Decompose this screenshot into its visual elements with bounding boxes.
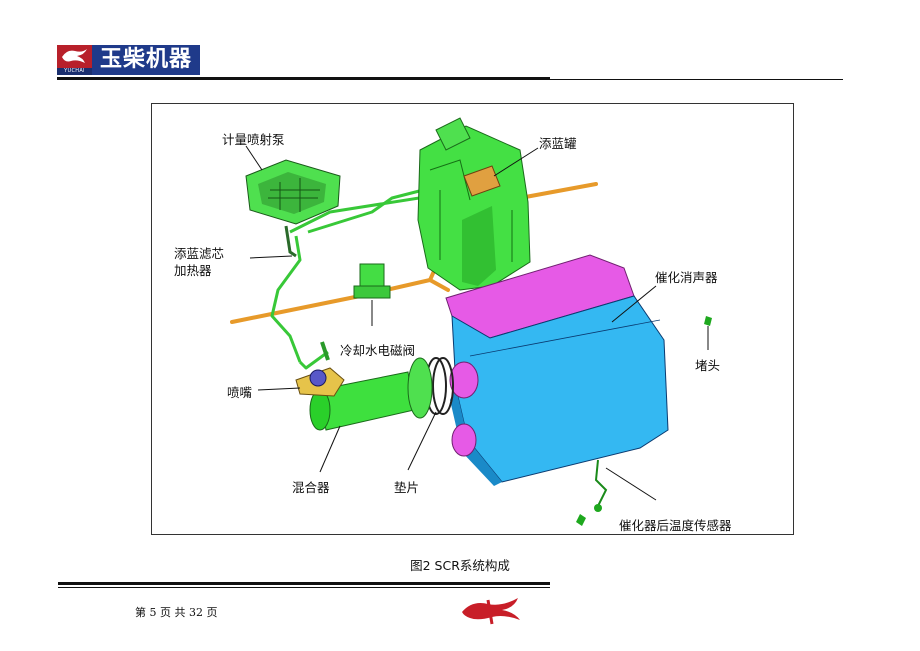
brand-name: 玉柴机器	[99, 47, 192, 72]
leader-lines	[245, 145, 709, 501]
header-rule-thin	[550, 79, 843, 80]
label-nozzle: 喷嘴	[227, 385, 253, 400]
label-metering-pump: 计量喷射泵	[222, 132, 285, 147]
urea-tank	[417, 117, 531, 291]
coolant-solenoid-valve	[353, 263, 391, 299]
footer-rule-thin	[58, 587, 550, 588]
label-mixer: 混合器	[292, 480, 330, 495]
label-end-plug: 堵头	[695, 358, 721, 373]
footer-rule-thick	[58, 582, 550, 585]
logo-text-background	[92, 45, 200, 75]
label-filter-heater-line1: 添蓝滤芯	[174, 246, 225, 261]
metering-pump	[245, 159, 341, 258]
label-gasket: 垫片	[394, 480, 420, 495]
catalytic-muffler	[445, 254, 669, 486]
temp-sensor	[576, 459, 608, 526]
label-temp-sensor: 催化器后温度传感器	[619, 518, 732, 533]
figure-caption: 图2 SCR系统构成	[410, 558, 510, 573]
end-plug	[704, 316, 712, 326]
label-solenoid-valve: 冷却水电磁阀	[340, 343, 416, 358]
logo-emblem-icon	[62, 49, 87, 63]
label-urea-tank: 添蓝罐	[539, 136, 577, 151]
figure-frame	[151, 103, 794, 535]
header-rule-thick	[57, 77, 550, 80]
page-number: 第 5 页 共 32 页	[135, 606, 218, 619]
nozzle	[295, 341, 345, 397]
label-catalytic-muffler: 催化消声器	[655, 270, 718, 285]
footer-logo-emblem-icon	[462, 598, 520, 625]
label-filter-heater-line2: 加热器	[174, 263, 212, 278]
logo-sub-text: YUCHAI	[57, 68, 92, 75]
mixer	[309, 357, 433, 431]
